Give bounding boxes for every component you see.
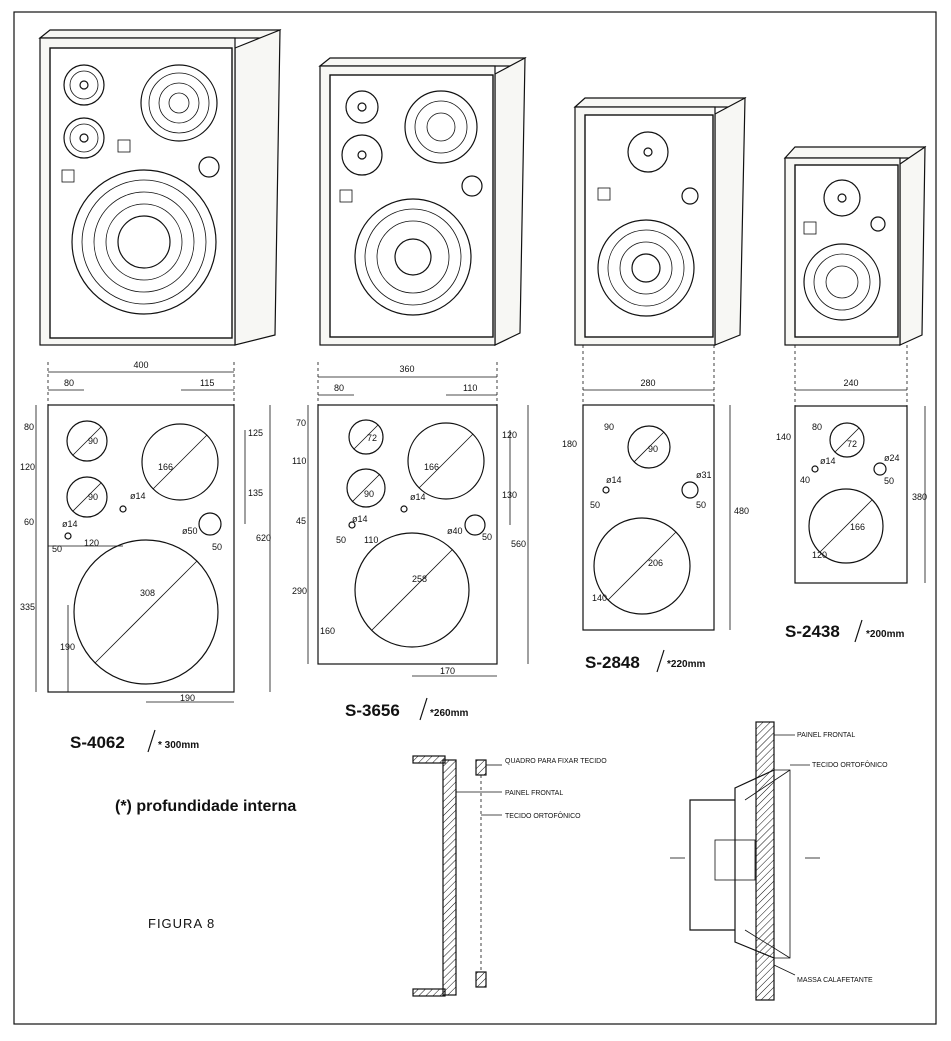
dim-hole1: 90 <box>648 444 658 454</box>
dim-b2: 110 <box>364 535 378 545</box>
label-putty: MASSA CALAFETANTE <box>797 977 873 984</box>
label-frame: QUADRO PARA FIXAR TECIDO <box>505 758 607 765</box>
plan-s4062: 400 80 115 90 90 166 ø50 ø14 ø14 308 80 … <box>20 360 271 703</box>
label-panel: PAINEL FRONTAL <box>797 732 855 739</box>
label-cloth: TECIDO ORTOFÔNICO <box>505 811 581 820</box>
dim-mid: 166 <box>158 462 173 472</box>
dim-b3: 50 <box>482 532 492 542</box>
dim-small: ø14 <box>410 492 426 502</box>
dim-hole2: 90 <box>88 492 98 502</box>
model-name: S-4062 <box>70 733 125 752</box>
dim-small: ø14 <box>820 456 836 466</box>
dim-r1: 80 <box>24 422 34 432</box>
dim-b3: 120 <box>812 550 827 560</box>
model-name: S-2848 <box>585 653 640 672</box>
dim-r3: 60 <box>24 517 34 527</box>
frame-section-detail: QUADRO PARA FIXAR TECIDO PAINEL FRONTAL … <box>412 755 607 997</box>
dim-port: ø24 <box>884 453 900 463</box>
dim-small: ø14 <box>130 491 146 501</box>
model-depth: *200mm <box>866 629 904 640</box>
plan-s2848: 280 90 90 180 ø31 ø14 50 50 206 140 480 <box>562 345 749 631</box>
dim-b3: 50 <box>212 542 222 552</box>
dim-b1: 50 <box>52 544 62 554</box>
dim-main: 166 <box>850 522 865 532</box>
dim-r4: 335 <box>20 602 35 612</box>
dim-b2: 50 <box>884 476 894 486</box>
dim-r2: 140 <box>776 432 791 442</box>
dim-port: ø31 <box>696 470 712 480</box>
plan-s3656: 360 80 110 72 90 166 ø40 ø14 ø14 258 70 … <box>292 362 529 677</box>
model-depth: *220mm <box>667 659 705 670</box>
dim-r3: 45 <box>296 516 306 526</box>
dim-small2: ø14 <box>352 514 368 524</box>
model-depth: *260mm <box>430 708 468 719</box>
dim-port: ø50 <box>182 526 198 536</box>
dim-right: 110 <box>463 383 477 393</box>
dim-width: 360 <box>399 364 414 374</box>
dim-r1: 80 <box>812 422 822 432</box>
dim-rt2: 130 <box>502 490 517 500</box>
label-panel: PAINEL FRONTAL <box>505 790 563 797</box>
speaker-illustration-s2438 <box>783 145 927 346</box>
dim-b1: 40 <box>800 475 810 485</box>
dim-b2: 50 <box>696 500 706 510</box>
dim-b1: 50 <box>590 500 600 510</box>
dim-small2: ø14 <box>62 519 78 529</box>
dim-mid: 166 <box>424 462 439 472</box>
dim-r2: 110 <box>292 456 306 466</box>
model-label-s4062: S-4062 * 300mm <box>70 729 199 753</box>
model-label-s2438: S-2438 *200mm <box>785 619 904 643</box>
dim-port: ø40 <box>447 526 463 536</box>
plan-s2438: 240 72 80 140 ø24 ø14 40 50 166 120 380 <box>776 345 927 584</box>
dim-rt2: 135 <box>248 488 263 498</box>
dim-r4: 290 <box>292 586 307 596</box>
dim-b5: 190 <box>180 693 195 703</box>
dim-main: 258 <box>412 574 427 584</box>
dim-b4: 160 <box>320 626 335 636</box>
dim-b5: 170 <box>440 666 455 676</box>
dim-height: 620 <box>256 533 271 543</box>
dim-rt1: 125 <box>248 428 263 438</box>
dim-height: 380 <box>912 492 927 502</box>
dim-left: 80 <box>334 383 344 393</box>
model-label-s3656: S-3656 *260mm <box>345 697 468 721</box>
dim-left: 80 <box>64 378 74 388</box>
dim-r2: 180 <box>562 439 577 449</box>
dim-main: 308 <box>140 588 155 598</box>
speaker-illustration-s2848 <box>573 96 747 346</box>
dim-hole1: 72 <box>367 433 377 443</box>
speaker-illustration-s3656 <box>318 56 527 346</box>
depth-note: (*) profundidade interna <box>115 798 296 815</box>
model-name: S-2438 <box>785 622 840 641</box>
driver-mount-detail: PAINEL FRONTAL TECIDO ORTOFÔNICO MASSA C… <box>670 721 888 1001</box>
dim-hole1: 90 <box>88 436 98 446</box>
dim-b3: 140 <box>592 593 607 603</box>
figure-label: FIGURA 8 <box>148 916 215 931</box>
dim-right: 115 <box>200 378 214 388</box>
model-name: S-3656 <box>345 701 400 720</box>
dim-main: 206 <box>648 558 663 568</box>
dim-b4: 190 <box>60 642 75 652</box>
dim-b1: 50 <box>336 535 346 545</box>
dim-r2: 120 <box>20 462 35 472</box>
dim-small: ø14 <box>606 475 622 485</box>
dim-width: 280 <box>640 378 655 388</box>
dim-width: 400 <box>133 360 148 370</box>
speaker-illustration-s4062 <box>38 29 282 346</box>
dim-r1: 90 <box>604 422 614 432</box>
dim-rt1: 120 <box>502 430 517 440</box>
dim-r1: 70 <box>296 418 306 428</box>
dim-height: 480 <box>734 506 749 516</box>
dim-b2: 120 <box>84 538 99 548</box>
label-cloth: TECIDO ORTOFÔNICO <box>812 760 888 769</box>
dim-width: 240 <box>843 378 858 388</box>
model-label-s2848: S-2848 *220mm <box>585 649 705 673</box>
model-depth: * 300mm <box>158 740 199 751</box>
dim-hole2: 90 <box>364 489 374 499</box>
dim-height: 560 <box>511 539 526 549</box>
page-frame <box>13 11 937 1025</box>
dim-hole1: 72 <box>847 439 857 449</box>
